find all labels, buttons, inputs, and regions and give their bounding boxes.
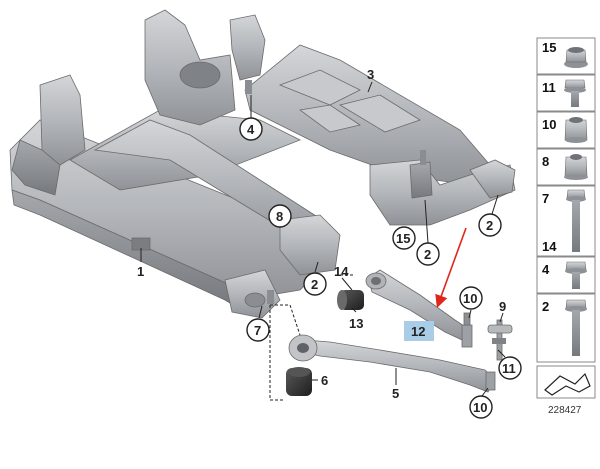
legend-row-2 [536,293,596,363]
callout-2c-circle [478,213,502,237]
rubber-bushing-13 [337,290,364,310]
callout-6: 6 [321,373,328,388]
flange-bolt-icon [564,79,586,107]
callout-4: 4 [247,122,255,137]
legend-number-10: 10 [542,117,556,132]
group-dashline [269,305,283,401]
callout-12-highlight [404,321,434,341]
leader-9 [499,312,504,323]
direction-arrow-icon [544,372,591,396]
callout-15: 15 [396,231,410,246]
callout-2a: 2 [311,277,318,292]
callout-5: 5 [392,386,399,401]
leader-10b [481,387,489,397]
callout-12: 12 [411,324,425,339]
callout-2a-circle [303,272,327,296]
medium-bolt-icon [565,299,587,356]
leader-11 [497,349,506,358]
leader-7 [258,305,263,319]
long-bolt-icon [566,189,586,252]
callout-10b: 10 [473,400,487,415]
leader-2b [424,199,429,244]
legend-number-11: 11 [542,80,556,95]
legend-number-7: 7 [542,191,549,206]
callout-10a: 10 [463,291,477,306]
callout-9: 9 [499,299,506,314]
rubber-bushing-6 [286,367,312,396]
callout-1: 1 [137,264,144,279]
callout-10b-circle [469,395,493,419]
callout-11-circle [498,356,522,380]
hex-nut-icon [564,154,588,180]
leader-3 [367,81,373,93]
callout-7: 7 [254,323,261,338]
callout-8: 8 [276,209,283,224]
bolt-part-2 [420,150,426,165]
callout-3: 3 [367,67,374,82]
leader-2a [314,261,319,273]
leader-2c [491,194,499,215]
control-arm-12 [365,269,473,348]
leader-14 [341,277,353,291]
flange-nut-icon [564,47,588,68]
indicator-arrow [435,227,467,309]
reference-number: 228427 [548,405,582,416]
lock-nut-icon [564,117,588,143]
callout-10a-circle [459,286,483,310]
callout-15-circle [392,226,416,250]
legend-number-4: 4 [542,262,550,277]
callout-13: 13 [349,316,363,331]
legend-number-15: 15 [542,40,556,55]
leader-10a [468,309,472,319]
short-bolt-icon [565,261,587,289]
callout-8-circle [268,204,292,228]
callout-2b: 2 [424,247,431,262]
callout-14: 14 [334,264,349,279]
legend-row-7-14 [536,185,596,257]
legend-number-8: 8 [542,154,549,169]
bolt-part-4 [245,80,252,94]
callout-4-circle [239,117,263,141]
callout-7-circle [246,318,270,342]
bolt-part-7 [267,290,274,304]
group-dashline-2 [270,304,301,336]
fastener-legend: 15 11 10 8 7 [536,37,596,399]
legend-row-15 [536,37,596,75]
leader-13 [351,307,357,313]
callout-2c: 2 [486,218,493,233]
callout-11: 11 [502,361,516,376]
legend-number-14: 14 [542,239,557,254]
legend-number-2: 2 [542,299,549,314]
wishbone-5 [288,334,496,393]
callout-2b-circle [416,242,440,266]
reinforcement-plate [244,44,516,226]
stabilizer-link-9 [487,319,513,361]
